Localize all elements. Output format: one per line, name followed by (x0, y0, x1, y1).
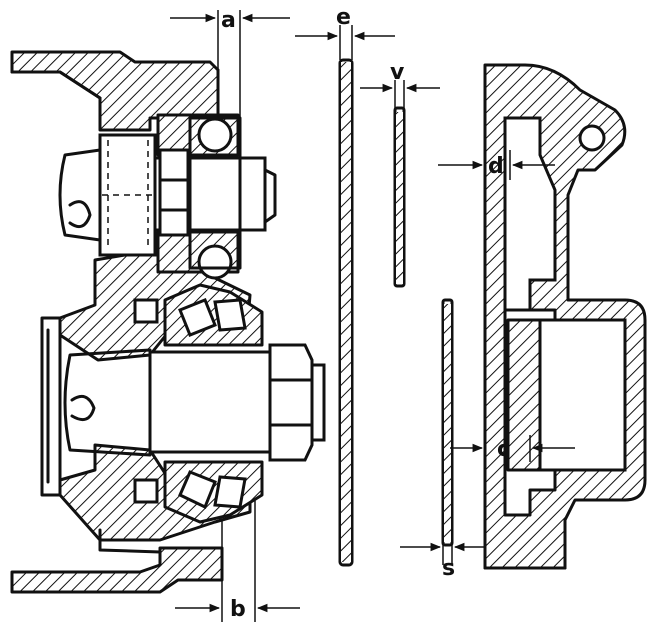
left-housing (10, 50, 326, 594)
dimension-a: a (170, 8, 290, 118)
label-d: d (488, 154, 504, 179)
shim-s: s (400, 298, 490, 581)
right-cover (483, 63, 647, 570)
shim-v: v (360, 60, 440, 288)
label-a: a (221, 8, 236, 33)
dimension-b: b (175, 500, 300, 622)
dimension-d: d (438, 150, 555, 180)
label-c: c (497, 437, 510, 462)
label-b: b (230, 597, 246, 622)
label-e: e (336, 5, 351, 30)
label-v: v (390, 60, 405, 85)
shim-e: e (295, 5, 395, 567)
label-s: s (442, 556, 455, 581)
dimension-c: c (450, 435, 575, 462)
